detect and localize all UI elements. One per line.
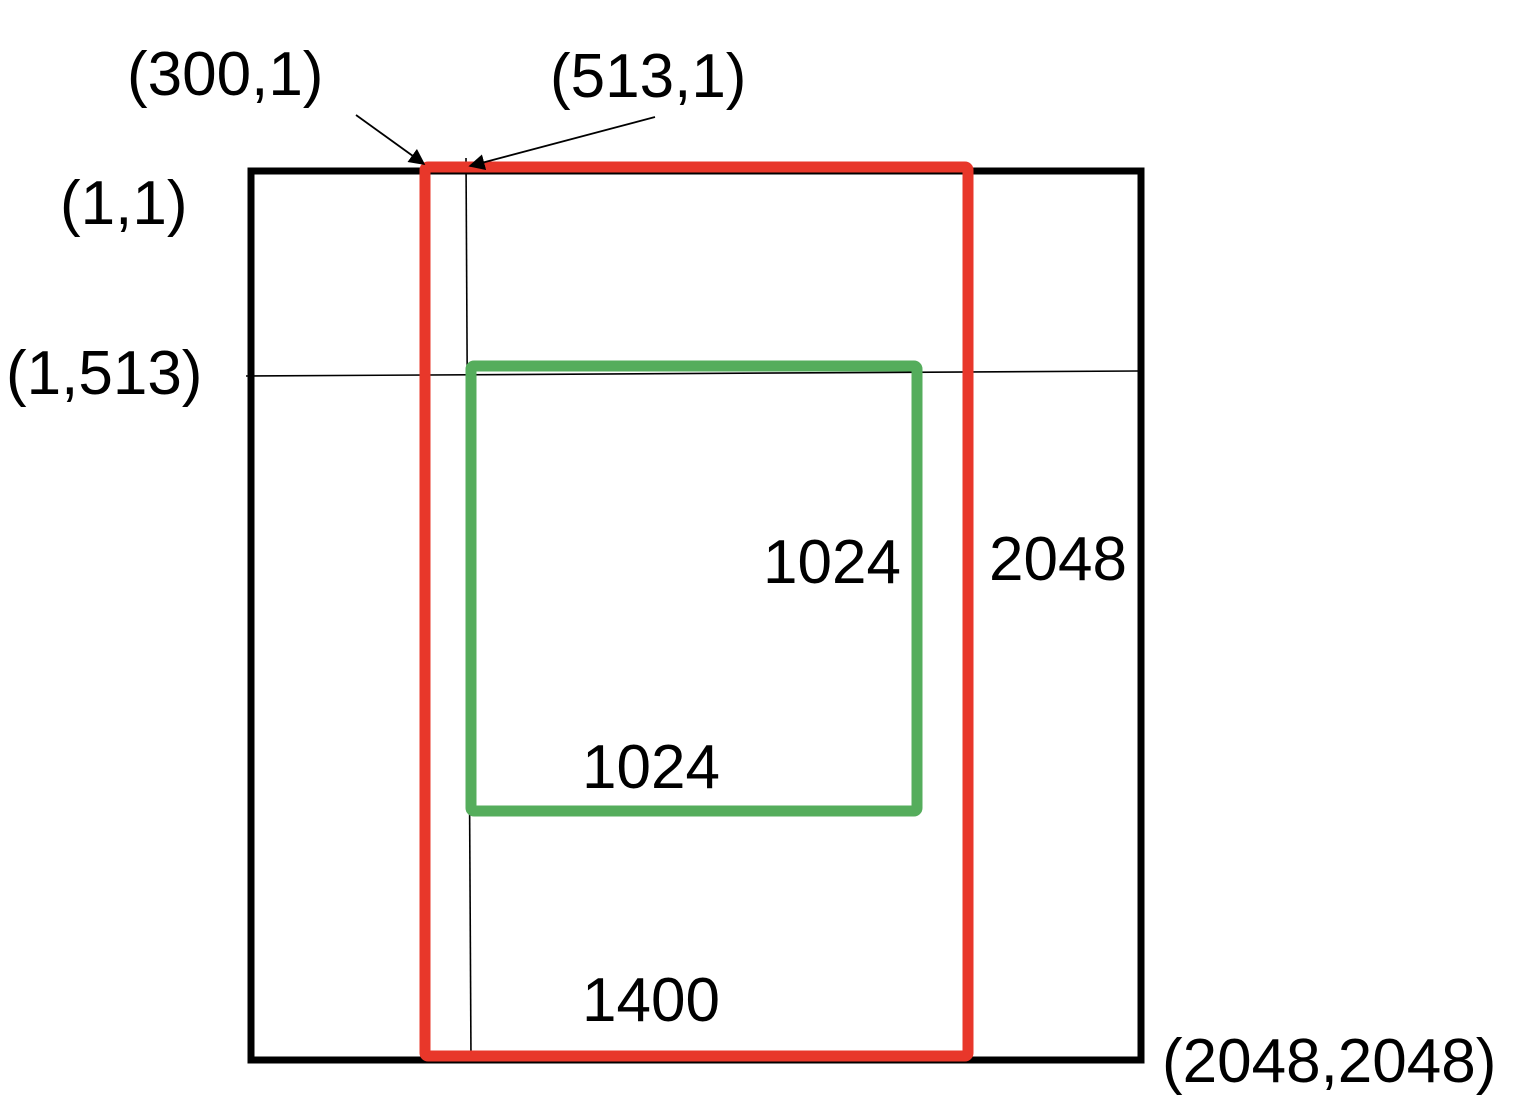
label-full-top-left: (1,1): [60, 169, 187, 238]
green-crop-frame: [465, 360, 923, 817]
guide-line-horizontal: [245, 370, 1139, 377]
label-green-top-left-x: (513,1): [550, 42, 746, 111]
red-crop-frame: [419, 161, 974, 1062]
full-image-frame: [247, 167, 1145, 1064]
label-green-top-left-y: (1,513): [6, 339, 202, 408]
label-red-top-left: (300,1): [127, 40, 323, 109]
label-green-height: 1024: [763, 528, 901, 597]
arrow-red-top-left: [355, 114, 426, 165]
label-red-width: 1400: [582, 966, 720, 1035]
label-green-width: 1024: [582, 733, 720, 802]
label-black-height: 2048: [989, 525, 1127, 594]
label-full-bottom-right: (2048,2048): [1162, 1027, 1496, 1096]
arrow-green-top-left: [468, 116, 656, 171]
